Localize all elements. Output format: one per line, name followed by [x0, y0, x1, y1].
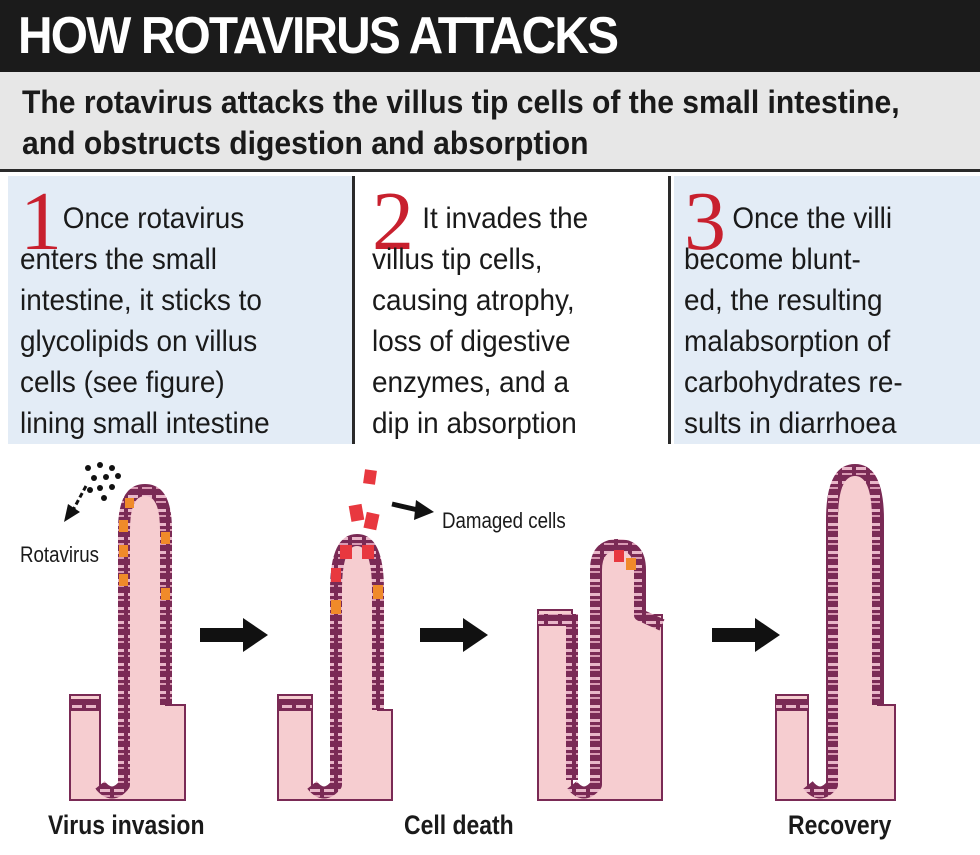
infected-cells — [119, 498, 170, 600]
villus-stage-1 — [64, 462, 186, 801]
villus-stage-4 — [775, 464, 896, 801]
villus-illustration — [64, 462, 896, 801]
step-1-text: Once rotavirus enters the small intestin… — [20, 202, 270, 440]
step-3-number: 3 — [684, 175, 726, 268]
right-arrow-icon — [712, 618, 780, 652]
step-1-number: 1 — [20, 175, 62, 268]
title-bar: HOW ROTAVIRUS ATTACKS — [0, 0, 980, 72]
page-title: HOW ROTAVIRUS ATTACKS — [18, 7, 619, 65]
step-2-text: It invades the villus tip cells, causing… — [372, 202, 589, 440]
rotavirus-label: Rotavirus — [20, 542, 99, 567]
step-3-panel: 3 Once the villi become blunt- ed, the r… — [674, 176, 980, 444]
damaged-cells — [331, 469, 383, 614]
divider — [352, 176, 355, 444]
arrow-down-left-icon — [64, 485, 88, 522]
step-1-panel: 1 Once rotavirus enters the small intest… — [8, 176, 352, 444]
step-3-text: Once the villi become blunt- ed, the res… — [684, 202, 903, 440]
right-arrow-icon — [200, 618, 268, 652]
villus-diagram: Rotavirus Damaged cells Virus invasion C… — [0, 450, 980, 850]
villus-stage-2 — [277, 469, 434, 801]
step-2-number: 2 — [372, 175, 414, 268]
villus-stage-3 — [537, 539, 665, 801]
subtitle-box: The rotavirus attacks the villus tip cel… — [0, 72, 980, 172]
right-arrow-icon — [420, 618, 488, 652]
divider — [668, 176, 671, 444]
stage-label-recovery: Recovery — [788, 810, 892, 840]
stage-label-virus-invasion: Virus invasion — [48, 810, 205, 840]
stage-label-cell-death: Cell death — [404, 810, 514, 840]
arrow-right-icon — [391, 500, 434, 520]
damaged-cells-label: Damaged cells — [442, 508, 566, 533]
virus-particles — [85, 462, 121, 501]
subtitle: The rotavirus attacks the villus tip cel… — [22, 84, 900, 161]
step-2-panel: 2 It invades the villus tip cells, causi… — [362, 176, 668, 444]
